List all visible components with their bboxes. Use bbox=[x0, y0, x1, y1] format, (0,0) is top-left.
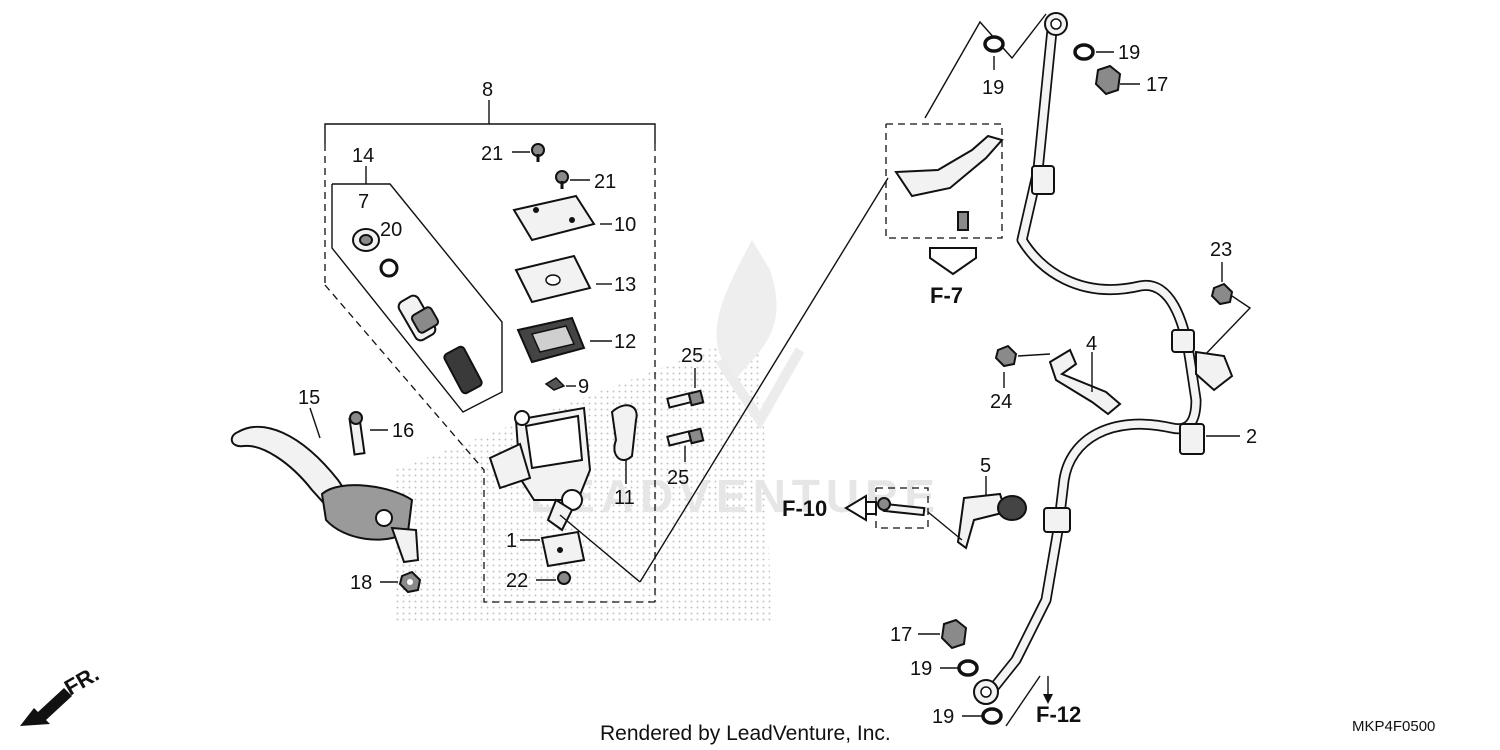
callout-16: 16 bbox=[392, 420, 414, 442]
callout-14: 14 bbox=[352, 145, 374, 167]
master-cylinder-body bbox=[488, 406, 592, 532]
part-2-brake-hose bbox=[973, 12, 1240, 705]
callout-8: 8 bbox=[482, 79, 493, 101]
callout-labels: 8 14 7 20 21 21 10 13 12 9 25 25 11 15 1… bbox=[298, 42, 1257, 728]
callout-25-a: 25 bbox=[681, 345, 703, 367]
part-17-bolt-upper bbox=[1094, 64, 1140, 96]
ref-f12: F-12 bbox=[1036, 702, 1081, 727]
callout-15: 15 bbox=[298, 387, 320, 409]
watermark: LEADVENTURE bbox=[395, 240, 941, 622]
part-15-brake-lever bbox=[230, 407, 420, 564]
callout-5: 5 bbox=[980, 455, 991, 477]
part-1-stop-switch bbox=[520, 530, 586, 568]
callout-7: 7 bbox=[358, 191, 369, 213]
callout-23: 23 bbox=[1210, 239, 1232, 261]
part-5-hose-clamp bbox=[844, 476, 1027, 550]
callout-4: 4 bbox=[1086, 333, 1097, 355]
part-18-nut bbox=[380, 570, 422, 594]
part-11-holder bbox=[610, 404, 638, 484]
part-25-bolt-b bbox=[666, 427, 705, 462]
callout-1: 1 bbox=[506, 530, 517, 552]
part-23-bolt bbox=[1195, 262, 1252, 392]
part-10-reservoir-cap bbox=[512, 194, 612, 242]
callout-17-a: 17 bbox=[1146, 74, 1168, 96]
watermark-text: LEADVENTURE bbox=[530, 470, 941, 522]
part-19-washer-upper-left bbox=[983, 35, 1005, 70]
ref-f10: F-10 bbox=[782, 496, 827, 521]
part-22-screw bbox=[536, 571, 571, 585]
part-4-hose-bracket bbox=[994, 344, 1122, 416]
part-7-dust-boot bbox=[352, 228, 380, 252]
callout-21-b: 21 bbox=[594, 171, 616, 193]
callout-20: 20 bbox=[380, 219, 402, 241]
callout-12: 12 bbox=[614, 331, 636, 353]
part-25-bolt-a bbox=[666, 368, 705, 409]
piston-spring bbox=[443, 345, 483, 395]
diagram-code: MKP4F0500 bbox=[1352, 718, 1435, 735]
piston-assembly bbox=[397, 294, 440, 342]
part-21-screw-b bbox=[555, 170, 590, 189]
part-17-bolt-lower bbox=[918, 618, 968, 650]
callout-21-a: 21 bbox=[481, 143, 503, 165]
callout-22: 22 bbox=[506, 570, 528, 592]
callout-24: 24 bbox=[990, 391, 1012, 413]
part-19-washer-lower-a bbox=[940, 659, 979, 677]
part-12-diaphragm bbox=[516, 316, 612, 364]
callout-19-d: 19 bbox=[932, 706, 954, 728]
callout-25-b: 25 bbox=[667, 467, 689, 489]
front-direction-arrow: FR. bbox=[20, 661, 103, 726]
f7-bracket-group bbox=[885, 13, 1047, 276]
callout-10: 10 bbox=[614, 214, 636, 236]
callout-18: 18 bbox=[350, 572, 372, 594]
callout-9: 9 bbox=[578, 376, 589, 398]
part-21-screw-a bbox=[512, 143, 545, 162]
callout-17-b: 17 bbox=[890, 624, 912, 646]
part-9-clip bbox=[544, 377, 576, 391]
f12-pointer bbox=[1005, 675, 1053, 727]
callout-11: 11 bbox=[614, 487, 635, 509]
master-cylinder-group bbox=[230, 100, 889, 603]
part-16-pivot-bolt bbox=[348, 411, 388, 456]
part-20-circlip bbox=[379, 258, 399, 278]
callout-19-b: 19 bbox=[1118, 42, 1140, 64]
part-19-washer-lower-b bbox=[962, 707, 1003, 725]
part-13-diaphragm-plate bbox=[514, 254, 612, 304]
callout-19-a: 19 bbox=[982, 77, 1004, 99]
part-19-washer-upper-right bbox=[1073, 43, 1114, 61]
callout-13: 13 bbox=[614, 274, 636, 296]
rendered-by-credit: Rendered by LeadVenture, Inc. bbox=[600, 722, 891, 745]
ref-f7: F-7 bbox=[930, 283, 963, 308]
callout-19-c: 19 bbox=[910, 658, 932, 680]
callout-2: 2 bbox=[1246, 426, 1257, 448]
